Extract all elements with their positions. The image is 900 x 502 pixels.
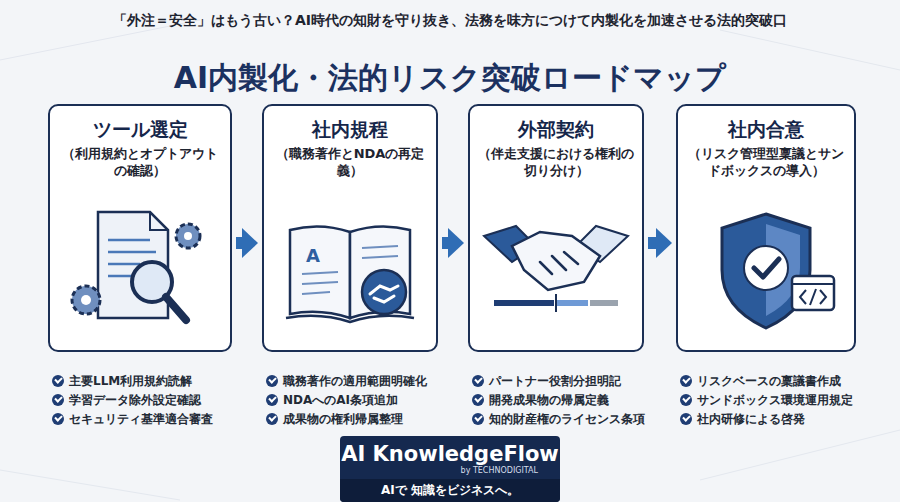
brand-byline: by TECHNODIGITAL bbox=[340, 466, 560, 476]
checklist-item: 職務著作の適用範囲明確化 bbox=[266, 373, 427, 389]
arrow-head bbox=[242, 228, 258, 258]
document-icon bbox=[72, 212, 200, 320]
checklist-item: パートナー役割分担明記 bbox=[472, 373, 621, 389]
step-card: 社内規程 （職務著作とNDAの再定義） bbox=[262, 104, 438, 352]
flow-arrow bbox=[648, 228, 672, 258]
step-subtitle: （利用規約とオプトアウトの確認） bbox=[58, 145, 222, 180]
arrow-shaft bbox=[648, 237, 656, 249]
checklist-item: リスクベースの稟議書作成 bbox=[680, 373, 841, 389]
checklist-item: 知的財産権のライセンス条項 bbox=[472, 411, 645, 427]
main-title: AI内製化・法的リスク突破ロードマップ bbox=[0, 58, 900, 98]
arrow-head bbox=[448, 228, 464, 258]
checklist-item: 主要LLM利用規約読解 bbox=[52, 373, 192, 389]
step-subtitle: （職務著作とNDAの再定義） bbox=[272, 145, 428, 180]
flow-arrow bbox=[442, 228, 464, 258]
arrow-head bbox=[656, 228, 672, 258]
flow-arrow bbox=[236, 228, 258, 258]
step-card: ツール選定 （利用規約とオプトアウトの確認） bbox=[48, 104, 232, 352]
brand-tagline: AIで 知識をビジネスへ。 bbox=[340, 479, 560, 502]
checklist-item: 開発成果物の帰属定義 bbox=[472, 392, 609, 408]
step-heading: 社内規程 bbox=[272, 118, 428, 142]
background-lines bbox=[0, 20, 900, 500]
step-heading: 外部契約 bbox=[478, 118, 634, 142]
book-glyph: A bbox=[306, 245, 320, 266]
checklist-item: 学習データ除外設定確認 bbox=[52, 392, 201, 408]
step-subtitle: （伴走支援における権利の切り分け） bbox=[478, 145, 634, 180]
checklist-item: 成果物の権利帰属整理 bbox=[266, 411, 403, 427]
brand-badge: AI KnowledgeFlowby TECHNODIGITAL AIで 知識をビ… bbox=[340, 436, 560, 502]
step-subtitle: （リスク管理型稟議とサンドボックスの導入） bbox=[686, 145, 846, 180]
arrow-shaft bbox=[442, 237, 448, 249]
step-heading: ツール選定 bbox=[58, 118, 222, 142]
card-grounds bbox=[48, 104, 856, 352]
step-card: 外部契約 （伴走支援における権利の切り分け） bbox=[468, 104, 644, 352]
checklist-item: セキュリティ基準適合審査 bbox=[52, 411, 213, 427]
checklist-item: サンドボックス環境運用規定 bbox=[680, 392, 853, 408]
book-icon: A bbox=[286, 226, 414, 322]
top-subtitle: 「外注＝安全」はもう古い？AI時代の知財を守り抜き、法務を味方につけて内製化を加… bbox=[0, 10, 900, 30]
step-card: 社内合意 （リスク管理型稟議とサンドボックスの導入） bbox=[676, 104, 856, 352]
step-heading: 社内合意 bbox=[686, 118, 846, 142]
checklist-item: 社内研修による啓発 bbox=[680, 411, 805, 427]
shield-icon bbox=[722, 214, 834, 328]
brand-name: AI KnowledgeFlow bbox=[340, 436, 560, 466]
arrow-shaft bbox=[236, 237, 242, 249]
checklist-item: NDAへのAI条項追加 bbox=[266, 392, 398, 408]
handshake-icon bbox=[484, 226, 628, 312]
